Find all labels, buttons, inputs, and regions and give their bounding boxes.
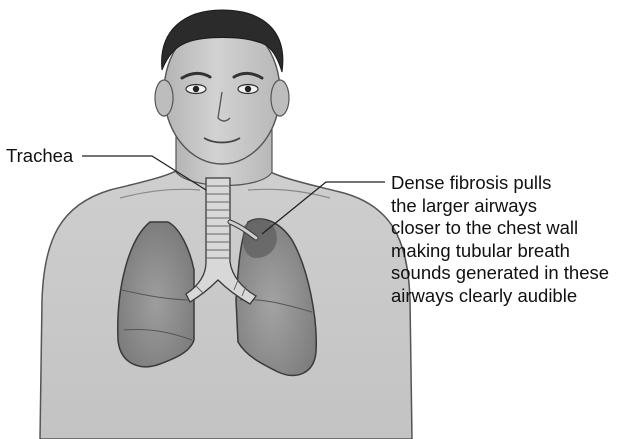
fibrosis-annotation-line: the larger airways — [391, 195, 636, 218]
trachea-label: Trachea — [6, 145, 73, 168]
fibrosis-annotation-line: Dense fibrosis pulls — [391, 172, 636, 195]
right-ear — [271, 80, 289, 116]
fibrosis-annotation-line: sounds generated in these — [391, 262, 636, 285]
fibrosis-annotation-line: closer to the chest wall — [391, 217, 636, 240]
left-ear — [155, 80, 173, 116]
fibrosis-annotation-line: making tubular breath — [391, 240, 636, 263]
fibrosis-annotation: Dense fibrosis pulls the larger airways … — [391, 172, 636, 307]
fibrosis-annotation-line: airways clearly audible — [391, 285, 636, 308]
